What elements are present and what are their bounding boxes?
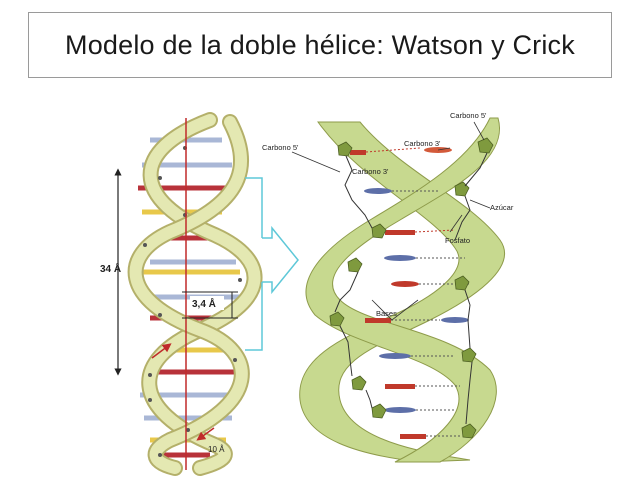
- sugar-icon: [461, 423, 477, 439]
- base-pair: [384, 407, 455, 413]
- ribbon-strand-1: [299, 121, 506, 463]
- sugar-icon: [329, 311, 345, 327]
- sugar-icon: [454, 275, 470, 291]
- label-azucar: Azúcar: [490, 203, 514, 212]
- sugar-icon: [371, 223, 387, 239]
- direction-arrow: [151, 343, 172, 359]
- page-title: Modelo de la doble hélice: Watson y Cric…: [65, 29, 575, 60]
- base-pair: [379, 353, 455, 359]
- label-carbono-3-left: Carbono 3': [352, 167, 389, 176]
- base-pair: [385, 229, 456, 235]
- right-base-pairs: [350, 147, 470, 439]
- sugar-icon: [461, 347, 477, 363]
- base-pair: [391, 281, 470, 287]
- right-helix-diagram: Carbono 5' Carbono 5' Carbono 3' Carbono…: [262, 111, 514, 463]
- zoom-connector: [245, 177, 299, 351]
- base-pair: [385, 384, 460, 389]
- left-helix-diagram: 34 Å 3,4 Å 10 Å: [100, 112, 263, 476]
- label-carbono-5-left: Carbono 5': [262, 143, 299, 152]
- base-pair: [400, 434, 462, 439]
- sugar-icon: [337, 141, 353, 157]
- phosphate-chain: [334, 152, 488, 425]
- width-label: 10 Å: [208, 445, 225, 454]
- rise-label: 3,4 Å: [192, 297, 216, 310]
- sugar-icon: [371, 403, 387, 419]
- base-pair: [364, 188, 440, 194]
- label-carbono-5-top: Carbono 5': [450, 111, 487, 120]
- label-carbono-3-right: Carbono 3': [404, 139, 441, 148]
- label-fosfato: Fosfato: [445, 236, 470, 245]
- base-pair: [365, 317, 469, 323]
- label-bases: Bases: [376, 309, 397, 318]
- direction-arrow: [196, 427, 215, 441]
- title-box: Modelo de la doble hélice: Watson y Cric…: [28, 12, 612, 78]
- height-label: 34 Å: [100, 262, 121, 275]
- sugar-icon: [477, 137, 494, 154]
- sugar-rings: [329, 137, 494, 439]
- sugar-icon: [351, 375, 367, 391]
- sugar-icon: [347, 257, 363, 273]
- base-pair: [384, 255, 465, 261]
